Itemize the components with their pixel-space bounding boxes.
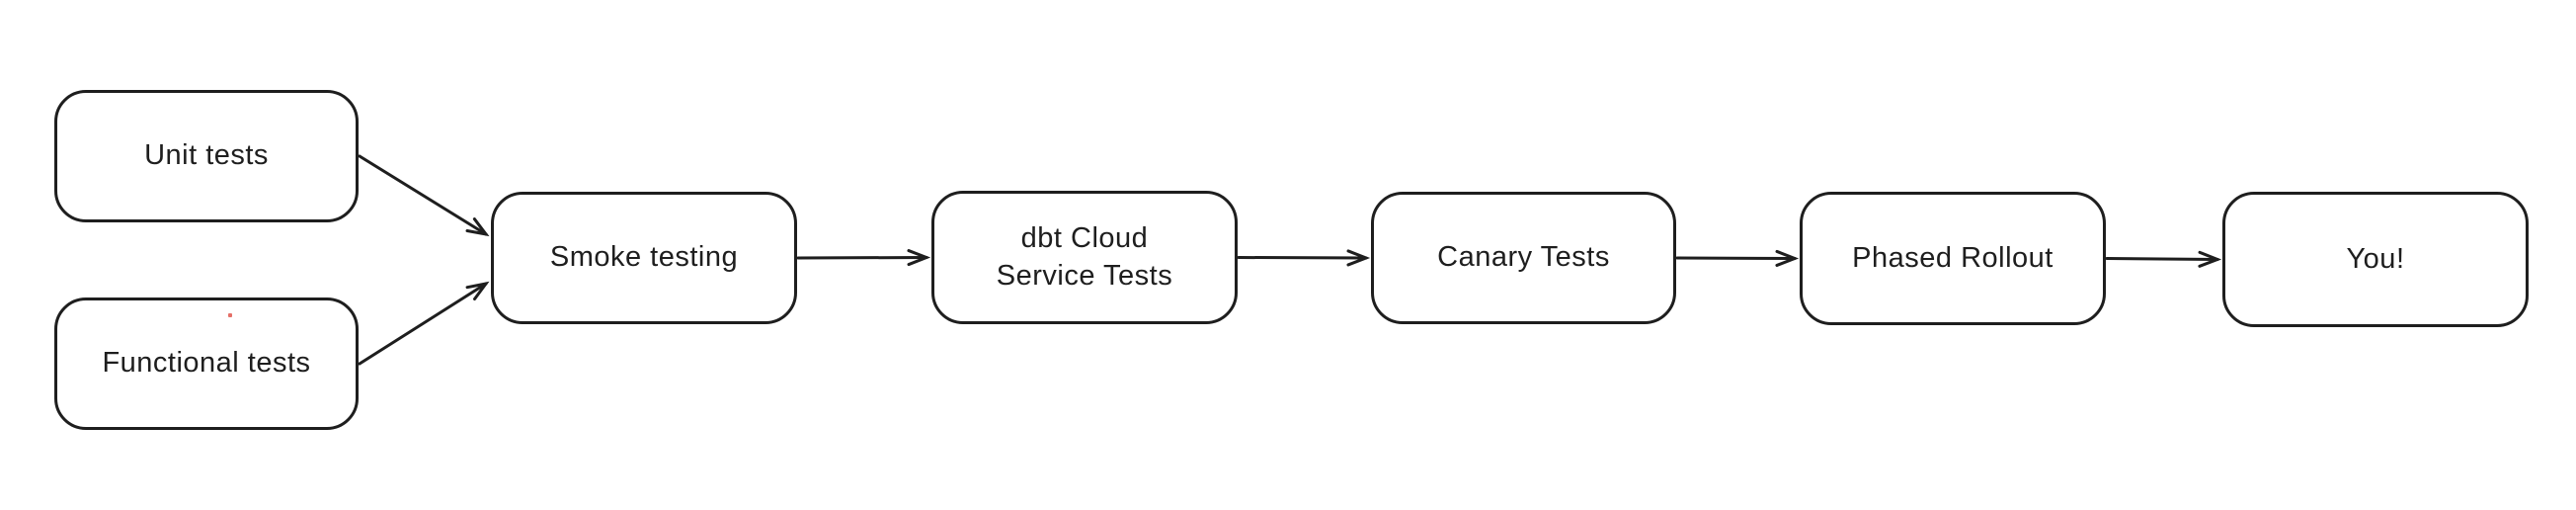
edge-functional-tests-to-smoke-testing [358, 281, 490, 366]
edge-canary-tests-to-phased-rollout [1675, 249, 1800, 267]
edge-smoke-testing-to-dbt-cloud-service-tests [796, 249, 931, 267]
node-functional-tests[interactable]: Functional tests [54, 298, 359, 430]
edge-phased-rollout-to-you [2105, 250, 2222, 268]
edge-unit-tests-to-smoke-testing [358, 154, 490, 237]
stray-red-mark [228, 313, 232, 317]
node-unit-tests[interactable]: Unit tests [54, 90, 359, 222]
node-phased-rollout[interactable]: Phased Rollout [1800, 192, 2106, 325]
node-smoke-testing[interactable]: Smoke testing [491, 192, 797, 324]
node-you[interactable]: You! [2222, 192, 2529, 327]
node-dbt-cloud-service-tests[interactable]: dbt Cloud Service Tests [931, 191, 1238, 324]
node-canary-tests[interactable]: Canary Tests [1371, 192, 1676, 324]
edge-dbt-cloud-service-tests-to-canary-tests [1237, 249, 1371, 267]
